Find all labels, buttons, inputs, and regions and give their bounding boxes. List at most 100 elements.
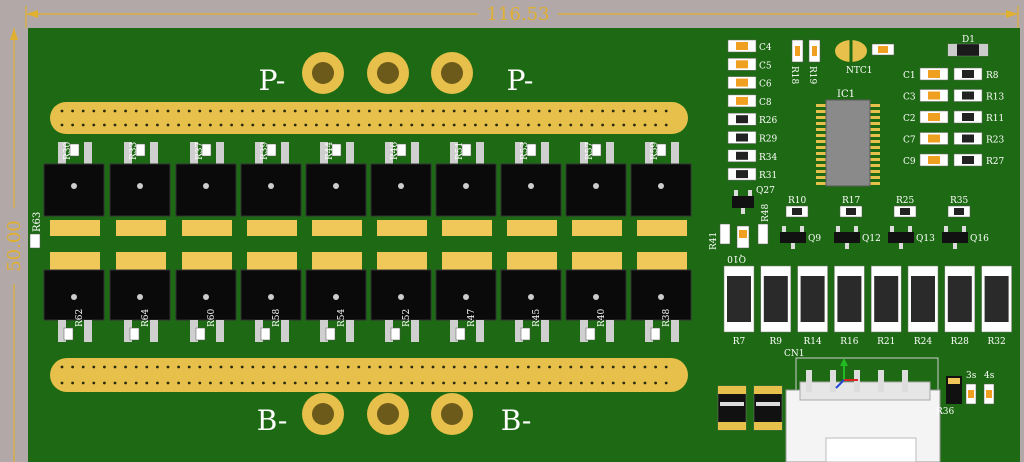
via bbox=[569, 123, 573, 127]
via bbox=[368, 365, 371, 369]
mosfet-tab bbox=[572, 220, 622, 236]
bias-resistor-label: R25 bbox=[896, 196, 915, 206]
shunt-body bbox=[800, 276, 825, 322]
bottom-mosfet-label: R47 bbox=[467, 308, 477, 327]
top-mosfet-label: R53 bbox=[520, 141, 530, 160]
q27-label: Q27 bbox=[756, 186, 775, 196]
via bbox=[124, 109, 127, 113]
via bbox=[452, 123, 456, 127]
r41: R41 bbox=[709, 223, 731, 250]
via bbox=[209, 109, 212, 113]
via bbox=[399, 365, 403, 369]
via bbox=[145, 123, 149, 127]
via bbox=[474, 109, 477, 113]
via bbox=[81, 365, 85, 369]
mosfet-tab bbox=[50, 220, 100, 236]
mosfet-lead bbox=[645, 320, 653, 342]
d1-label: D1 bbox=[962, 35, 975, 45]
via bbox=[463, 381, 467, 385]
ic-pin bbox=[816, 164, 828, 167]
ic-pin bbox=[816, 170, 828, 173]
transistor bbox=[888, 232, 914, 243]
via bbox=[272, 123, 276, 127]
via bbox=[71, 123, 74, 127]
q10: Q10 bbox=[727, 225, 750, 263]
via bbox=[113, 381, 117, 385]
via bbox=[293, 365, 297, 369]
gate-resistor bbox=[591, 143, 602, 157]
top-mosfet-label: R59 bbox=[650, 141, 660, 160]
mosfet-tab bbox=[637, 252, 687, 270]
via bbox=[442, 381, 445, 385]
via bbox=[633, 109, 636, 113]
via bbox=[569, 381, 573, 385]
gate-resistor bbox=[526, 143, 537, 157]
via bbox=[463, 123, 467, 127]
cap-body bbox=[928, 113, 940, 121]
mosfet-top bbox=[500, 163, 562, 217]
cap-label: C9 bbox=[903, 157, 916, 167]
mosfet-dot bbox=[333, 183, 339, 189]
via bbox=[134, 381, 138, 385]
via bbox=[378, 365, 382, 369]
mosfet-lead bbox=[411, 142, 419, 164]
via bbox=[548, 365, 551, 369]
mosfet-dot bbox=[137, 183, 143, 189]
via bbox=[336, 381, 339, 385]
bottom-mosfet-label: R40 bbox=[597, 308, 607, 327]
via bbox=[537, 109, 541, 113]
via bbox=[166, 123, 170, 127]
via bbox=[357, 109, 361, 113]
ic-pin bbox=[816, 152, 828, 155]
via bbox=[198, 381, 202, 385]
mosfet-lead bbox=[385, 320, 393, 342]
ic-pin bbox=[816, 116, 828, 119]
transistor-label: Q12 bbox=[862, 234, 881, 244]
mosfet-dot bbox=[593, 183, 599, 189]
ic-pin bbox=[868, 170, 880, 173]
via bbox=[325, 109, 329, 113]
connector-cn1: CN1 R36 bbox=[784, 349, 955, 462]
ic-pin bbox=[816, 146, 828, 149]
via bbox=[558, 381, 562, 385]
r36-label: R36 bbox=[936, 407, 955, 417]
via bbox=[336, 365, 339, 369]
transistor bbox=[834, 232, 860, 243]
via bbox=[505, 109, 509, 113]
bottom-mosfet-label: R38 bbox=[662, 308, 672, 327]
via bbox=[209, 365, 212, 369]
mosfet-lead bbox=[515, 320, 523, 342]
via bbox=[272, 365, 276, 369]
mosfet-dot bbox=[528, 183, 534, 189]
mosfet-dot bbox=[203, 294, 209, 300]
via bbox=[569, 365, 573, 369]
smd-body bbox=[736, 60, 748, 69]
via bbox=[410, 109, 414, 113]
r18-label: R18 bbox=[789, 66, 799, 85]
mosfet-lead bbox=[150, 320, 158, 342]
via bbox=[262, 123, 265, 127]
transistor-pin bbox=[890, 226, 894, 232]
gate-resistor bbox=[520, 327, 531, 341]
via bbox=[262, 381, 265, 385]
ic-pin bbox=[868, 158, 880, 161]
bottom-mosfet-label: R45 bbox=[532, 308, 542, 327]
shunt-body bbox=[874, 276, 899, 322]
via bbox=[505, 365, 509, 369]
via bbox=[622, 123, 626, 127]
transistor-pin bbox=[953, 243, 957, 249]
gate-resistor bbox=[135, 143, 146, 157]
via bbox=[590, 381, 594, 385]
via bbox=[601, 123, 604, 127]
via bbox=[580, 123, 583, 127]
mosfet-tab bbox=[442, 220, 492, 236]
via bbox=[505, 123, 509, 127]
via bbox=[537, 365, 541, 369]
bottom-mosfet-label: R52 bbox=[402, 309, 412, 327]
mosfet-lead bbox=[450, 320, 458, 342]
transistor-pin bbox=[845, 243, 849, 249]
via bbox=[378, 123, 382, 127]
mosfet-tab bbox=[182, 220, 232, 236]
b-minus-label-right: B- bbox=[501, 404, 532, 437]
via bbox=[484, 123, 488, 127]
